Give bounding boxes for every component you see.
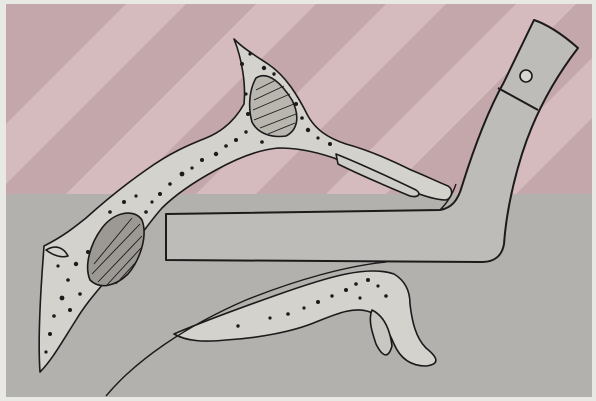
diagram-panel — [6, 4, 592, 397]
palate — [106, 262, 436, 396]
anatomy-diagram — [6, 4, 592, 397]
